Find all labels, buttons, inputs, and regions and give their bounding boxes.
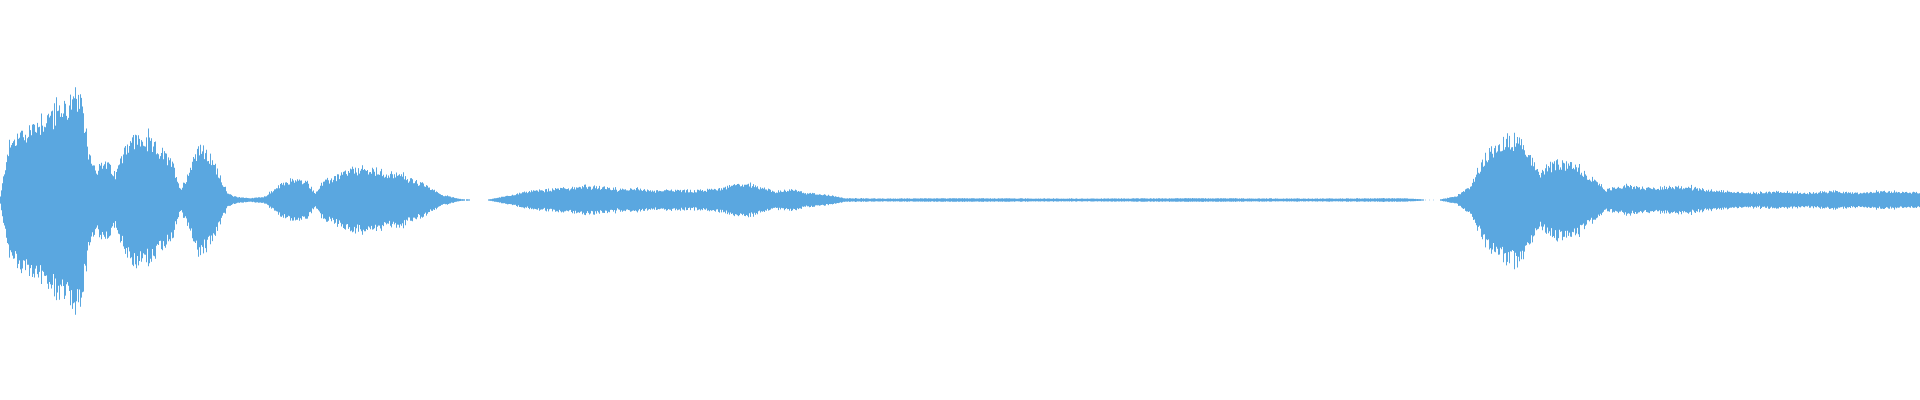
waveform-path xyxy=(0,87,1920,315)
waveform-bars xyxy=(0,87,1920,315)
